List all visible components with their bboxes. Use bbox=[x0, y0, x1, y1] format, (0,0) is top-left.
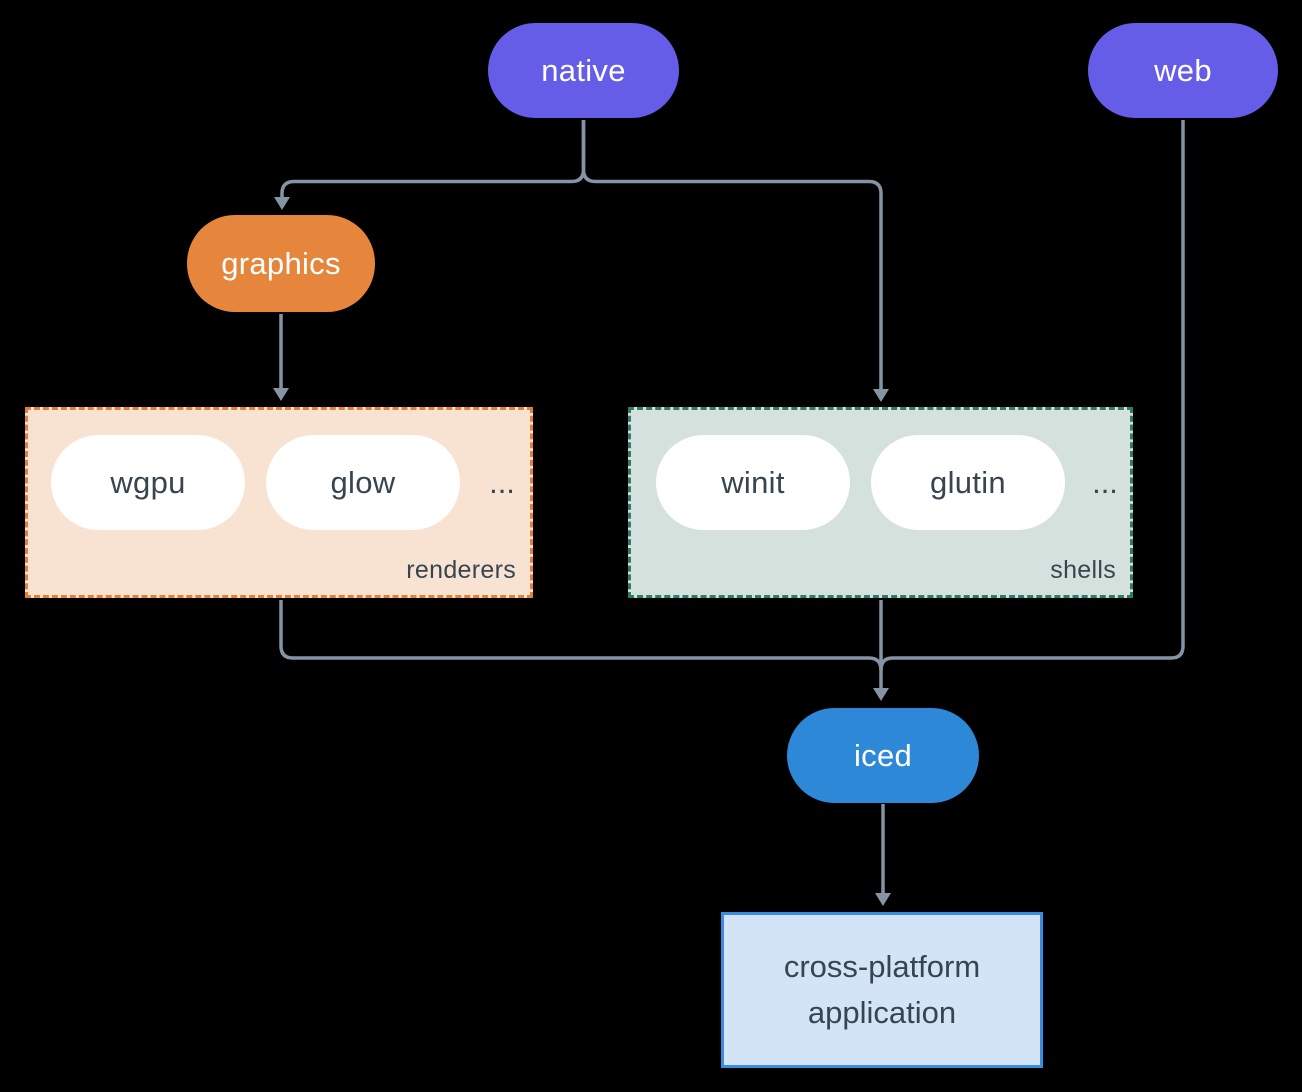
node-native: native bbox=[488, 23, 679, 118]
node-iced: iced bbox=[787, 708, 979, 803]
shells-ellipsis: ... bbox=[1092, 464, 1118, 500]
node-glow: glow bbox=[266, 435, 460, 530]
group-renderers: wgpu glow ... renderers bbox=[25, 407, 533, 598]
node-glutin: glutin bbox=[871, 435, 1065, 530]
node-glow-label: glow bbox=[330, 464, 396, 500]
group-shells: winit glutin ... shells bbox=[628, 407, 1133, 598]
edge-native-graphics bbox=[280, 120, 586, 197]
node-cross-platform-application: cross-platform application bbox=[721, 912, 1043, 1068]
shells-group-label: shells bbox=[1050, 556, 1116, 584]
renderers-group-label: renderers bbox=[406, 556, 516, 584]
edge-native-shells bbox=[581, 120, 883, 389]
node-web-label: web bbox=[1154, 52, 1212, 88]
node-native-label: native bbox=[541, 52, 626, 88]
node-iced-label: iced bbox=[853, 737, 913, 773]
node-glutin-label: glutin bbox=[930, 464, 1006, 500]
node-app-label: cross-platform application bbox=[783, 949, 981, 1030]
node-graphics: graphics bbox=[187, 215, 375, 312]
node-wgpu: wgpu bbox=[51, 435, 245, 530]
node-web: web bbox=[1088, 23, 1278, 118]
node-wgpu-label: wgpu bbox=[110, 464, 186, 500]
arrowhead-app bbox=[875, 893, 891, 906]
arrowhead-graphics bbox=[274, 197, 290, 210]
arrowhead-iced bbox=[873, 688, 889, 701]
node-winit: winit bbox=[656, 435, 850, 530]
edge-renderers-iced bbox=[279, 600, 883, 671]
node-graphics-label: graphics bbox=[221, 245, 341, 281]
node-winit-label: winit bbox=[721, 464, 785, 500]
arrowhead-renderers bbox=[273, 388, 289, 401]
renderers-ellipsis: ... bbox=[489, 464, 515, 500]
arrowhead-shells bbox=[873, 389, 889, 402]
